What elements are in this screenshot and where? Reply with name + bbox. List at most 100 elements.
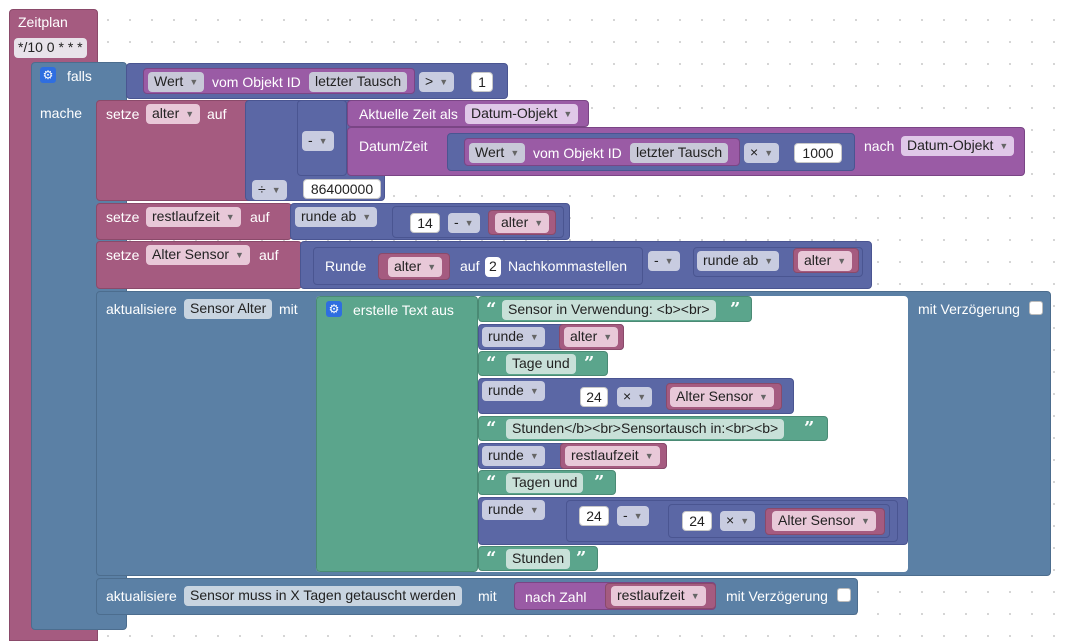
text-field-9[interactable]: Stunden bbox=[506, 549, 571, 569]
chevron-down-icon: ▼ bbox=[529, 386, 539, 396]
chevron-down-icon: ▼ bbox=[362, 212, 372, 222]
chevron-down-icon: ▼ bbox=[510, 148, 520, 158]
var-dropdown-sensor[interactable]: Alter Sensor▼ bbox=[146, 245, 250, 265]
delay-checkbox[interactable] bbox=[1029, 301, 1043, 315]
divisor-field[interactable]: 86400000 bbox=[303, 179, 381, 199]
set-label-2: setze bbox=[106, 209, 140, 225]
delay-label: mit Verzögerung bbox=[918, 301, 1020, 317]
right-var-dropdown[interactable]: alter▼ bbox=[798, 251, 853, 271]
quote-close-icon: ” bbox=[594, 472, 605, 493]
text-field-5[interactable]: Stunden</b><br>Sensortausch in:<br><b> bbox=[506, 419, 785, 439]
create-text-stripe bbox=[316, 296, 478, 572]
quote-open-icon: “ bbox=[486, 299, 497, 320]
chevron-down-icon: ▼ bbox=[427, 262, 437, 272]
update-label-2: aktualisiere bbox=[106, 588, 177, 604]
var-dropdown-alter[interactable]: alter▼ bbox=[146, 104, 201, 124]
now-format-dropdown[interactable]: Datum-Objekt▼ bbox=[465, 104, 579, 124]
chevron-down-icon: ▼ bbox=[563, 109, 573, 119]
if-label: falls bbox=[67, 68, 92, 84]
var-dropdown-item-2[interactable]: alter▼ bbox=[564, 327, 619, 347]
value-dropdown-2[interactable]: Wert▼ bbox=[469, 143, 526, 163]
round-dropdown-item-4[interactable]: runde▼ bbox=[482, 381, 545, 401]
after-format-dropdown[interactable]: Datum-Objekt▼ bbox=[901, 136, 1015, 156]
chevron-down-icon: ▼ bbox=[664, 256, 674, 266]
divide-op-dropdown[interactable]: ÷▼ bbox=[252, 180, 287, 200]
chevron-down-icon: ▼ bbox=[439, 77, 449, 87]
update-target-field[interactable]: Sensor Alter bbox=[184, 299, 273, 319]
operator-dropdown[interactable]: >▼ bbox=[419, 72, 455, 92]
chevron-down-icon: ▼ bbox=[603, 332, 613, 342]
chevron-down-icon: ▼ bbox=[529, 451, 539, 461]
num-field-item-8[interactable]: 24 bbox=[579, 506, 609, 526]
minus-op-dropdown[interactable]: -▼ bbox=[302, 131, 334, 151]
chevron-down-icon: ▼ bbox=[740, 516, 750, 526]
var-dropdown-rest-2[interactable]: restlaufzeit▼ bbox=[611, 586, 706, 606]
value-dropdown[interactable]: Wert▼ bbox=[148, 72, 205, 92]
chevron-down-icon: ▼ bbox=[185, 109, 195, 119]
quote-close-icon: ” bbox=[730, 299, 741, 320]
var-dropdown-item-8[interactable]: Alter Sensor▼ bbox=[772, 511, 876, 531]
round-digits-block[interactable] bbox=[313, 247, 643, 285]
num-field-item-4[interactable]: 24 bbox=[580, 387, 608, 407]
schedule-trigger-title: Zeitplan bbox=[18, 14, 68, 30]
decimals-field[interactable]: 2 bbox=[485, 257, 501, 277]
object-id-field-2[interactable]: letzter Tausch bbox=[630, 143, 729, 163]
chevron-down-icon: ▼ bbox=[644, 451, 654, 461]
cron-field[interactable]: */10 0 * * * bbox=[14, 38, 87, 58]
round-dropdown-item-6[interactable]: runde▼ bbox=[482, 446, 545, 466]
round-dropdown[interactable]: runde ab▼ bbox=[295, 207, 378, 227]
chevron-down-icon: ▼ bbox=[271, 185, 281, 195]
round-dropdown-item-2[interactable]: runde▼ bbox=[482, 327, 545, 347]
with-label-2: mit bbox=[478, 588, 497, 604]
update-label: aktualisiere bbox=[106, 301, 177, 317]
chevron-down-icon: ▼ bbox=[837, 256, 847, 266]
quote-open-icon: “ bbox=[486, 353, 497, 374]
var-dropdown-rest[interactable]: restlaufzeit▼ bbox=[146, 207, 241, 227]
text-field-7[interactable]: Tagen und bbox=[506, 473, 584, 493]
var-dropdown-item-4[interactable]: Alter Sensor▼ bbox=[670, 387, 774, 407]
text-field-3[interactable]: Tage und bbox=[506, 354, 576, 374]
text-field-1[interactable]: Sensor in Verwendung: <b><br> bbox=[502, 300, 716, 320]
chevron-down-icon: ▼ bbox=[759, 392, 768, 402]
var-alter-dropdown[interactable]: alter▼ bbox=[495, 213, 550, 233]
minus-op-dropdown-3[interactable]: -▼ bbox=[648, 251, 680, 271]
with-label: mit bbox=[279, 301, 298, 317]
chevron-down-icon: ▼ bbox=[318, 136, 328, 146]
quote-close-icon: ” bbox=[584, 353, 595, 374]
quote-open-icon: “ bbox=[486, 548, 497, 569]
chevron-down-icon: ▼ bbox=[189, 77, 199, 87]
quote-close-icon: ” bbox=[804, 418, 815, 439]
num-field-2-item-8[interactable]: 24 bbox=[682, 511, 712, 531]
gear-icon[interactable]: ⚙ bbox=[40, 67, 56, 83]
op-dropdown-2-item-8[interactable]: ×▼ bbox=[720, 511, 756, 531]
round-var-dropdown[interactable]: alter▼ bbox=[388, 257, 443, 277]
decimals-label: Nachkommastellen bbox=[508, 258, 628, 274]
multiply-op-dropdown[interactable]: ×▼ bbox=[744, 143, 780, 163]
delay-checkbox-2[interactable] bbox=[837, 588, 851, 602]
do-label: mache bbox=[40, 105, 83, 121]
multiplier-field[interactable]: 1000 bbox=[794, 143, 842, 163]
gear-icon[interactable]: ⚙ bbox=[326, 301, 342, 317]
after-label: nach bbox=[864, 138, 895, 154]
quote-open-icon: “ bbox=[486, 418, 497, 439]
create-text-label: erstelle Text aus bbox=[353, 302, 454, 318]
op-dropdown-item-8[interactable]: -▼ bbox=[617, 506, 649, 526]
chevron-down-icon: ▼ bbox=[690, 591, 700, 601]
round-dropdown-item-8[interactable]: runde▼ bbox=[482, 500, 545, 520]
object-id-field[interactable]: letzter Tausch bbox=[309, 72, 408, 92]
var-dropdown-item-6[interactable]: restlaufzeit▼ bbox=[565, 446, 660, 466]
to-label: auf bbox=[207, 106, 227, 122]
from-object-label-2: vom Objekt ID bbox=[533, 145, 622, 161]
update-target-field-2[interactable]: Sensor muss in X Tagen getauscht werden bbox=[184, 586, 462, 606]
datetime-label: Datum/Zeit bbox=[359, 138, 428, 154]
to-label-2: auf bbox=[250, 209, 270, 225]
op-dropdown-item-4[interactable]: ×▼ bbox=[617, 387, 653, 407]
minus-op-dropdown-2[interactable]: -▼ bbox=[448, 213, 480, 233]
round-dropdown-2[interactable]: runde ab▼ bbox=[697, 251, 780, 271]
chevron-down-icon: ▼ bbox=[764, 256, 774, 266]
left-num-field[interactable]: 14 bbox=[410, 213, 440, 233]
from-object-label: vom Objekt ID bbox=[212, 74, 301, 90]
chevron-down-icon: ▼ bbox=[534, 218, 544, 228]
compare-value-field[interactable]: 1 bbox=[471, 72, 493, 92]
set-label: setze bbox=[106, 106, 140, 122]
